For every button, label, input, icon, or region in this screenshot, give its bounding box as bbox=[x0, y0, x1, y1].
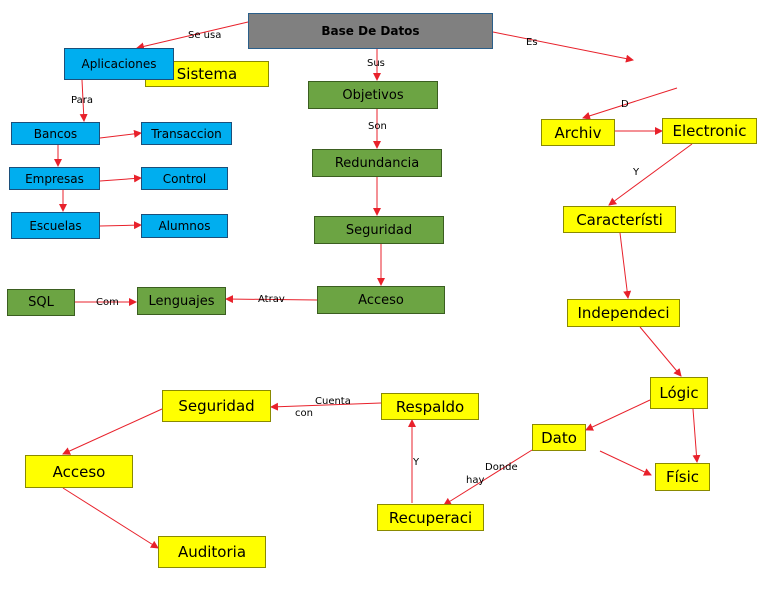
node-sql[interactable]: SQL bbox=[7, 289, 75, 316]
node-bancos[interactable]: Bancos bbox=[11, 122, 100, 145]
edge-label-para: Para bbox=[71, 95, 93, 106]
edge-empresas-control bbox=[99, 174, 142, 183]
edge-label-sus: Sus bbox=[367, 58, 385, 69]
node-recuperaci[interactable]: Recuperaci bbox=[377, 504, 484, 531]
edge-seguridad-acceso-yellow bbox=[62, 408, 163, 455]
edge-label-es: Es bbox=[526, 37, 538, 48]
node-dato[interactable]: Dato bbox=[532, 424, 586, 451]
edge-aplicaciones-bancos bbox=[79, 79, 88, 122]
node-escuelas[interactable]: Escuelas bbox=[11, 212, 100, 239]
edge-escuelas-alumnos bbox=[99, 221, 142, 230]
edge-label-son: Son bbox=[368, 121, 387, 132]
node-archiv[interactable]: Archiv bbox=[541, 119, 615, 146]
node-electronic[interactable]: Electronic bbox=[662, 118, 757, 144]
node-seguridad-yellow[interactable]: Seguridad bbox=[162, 390, 271, 422]
edge-label-y2: Y bbox=[413, 457, 420, 468]
edge-label-y1: Y bbox=[633, 167, 640, 178]
node-caracteristi[interactable]: Característi bbox=[563, 206, 676, 233]
edge-base-es bbox=[492, 31, 634, 63]
node-auditoria[interactable]: Auditoria bbox=[158, 536, 266, 568]
edge-label-atrav: Atrav bbox=[258, 294, 285, 305]
node-control[interactable]: Control bbox=[141, 167, 228, 190]
edge-independeci-logic bbox=[639, 326, 682, 377]
edge-es-archiv bbox=[582, 87, 678, 120]
edge-respaldo-seguridad bbox=[270, 402, 382, 411]
edge-base-aplicaciones bbox=[136, 21, 249, 51]
node-respaldo[interactable]: Respaldo bbox=[381, 393, 479, 420]
edge-logic-fisic bbox=[692, 408, 701, 463]
edge-acceso-auditoria bbox=[62, 487, 159, 549]
edge-label-d: D bbox=[621, 99, 629, 110]
edge-dato-fisic bbox=[599, 450, 652, 476]
node-redundancia[interactable]: Redundancia bbox=[312, 149, 442, 177]
node-objetivos[interactable]: Objetivos bbox=[308, 81, 438, 109]
edge-logic-dato bbox=[585, 399, 651, 431]
edge-bancos-transaccion bbox=[99, 129, 142, 139]
edge-label-se-usa: Se usa bbox=[188, 30, 222, 41]
node-aplicaciones[interactable]: Aplicaciones bbox=[64, 48, 174, 80]
node-fisic[interactable]: Físic bbox=[655, 463, 710, 491]
node-logic[interactable]: Lógic bbox=[650, 377, 708, 409]
edge-label-hay: hay bbox=[466, 475, 485, 486]
edge-label-con: con bbox=[295, 408, 313, 419]
edge-label-com: Com bbox=[96, 297, 119, 308]
edge-electronic-caracteristi bbox=[608, 143, 693, 206]
edge-label-donde: Donde bbox=[485, 462, 518, 473]
node-transaccion[interactable]: Transaccion bbox=[141, 122, 232, 145]
node-acceso-green[interactable]: Acceso bbox=[317, 286, 445, 314]
node-independeci[interactable]: Independeci bbox=[567, 299, 680, 327]
node-seguridad-green[interactable]: Seguridad bbox=[314, 216, 444, 244]
node-alumnos[interactable]: Alumnos bbox=[141, 214, 228, 238]
edge-acceso-lenguajes bbox=[225, 295, 318, 304]
edge-dato-recuperaci bbox=[443, 449, 533, 506]
node-lenguajes[interactable]: Lenguajes bbox=[137, 287, 226, 315]
edge-label-cuenta: Cuenta bbox=[315, 396, 351, 407]
node-empresas[interactable]: Empresas bbox=[9, 167, 100, 190]
edge-caracteristi-independeci bbox=[619, 232, 632, 299]
node-acceso-yellow[interactable]: Acceso bbox=[25, 455, 133, 488]
node-base-de-datos[interactable]: Base De Datos bbox=[248, 13, 493, 49]
